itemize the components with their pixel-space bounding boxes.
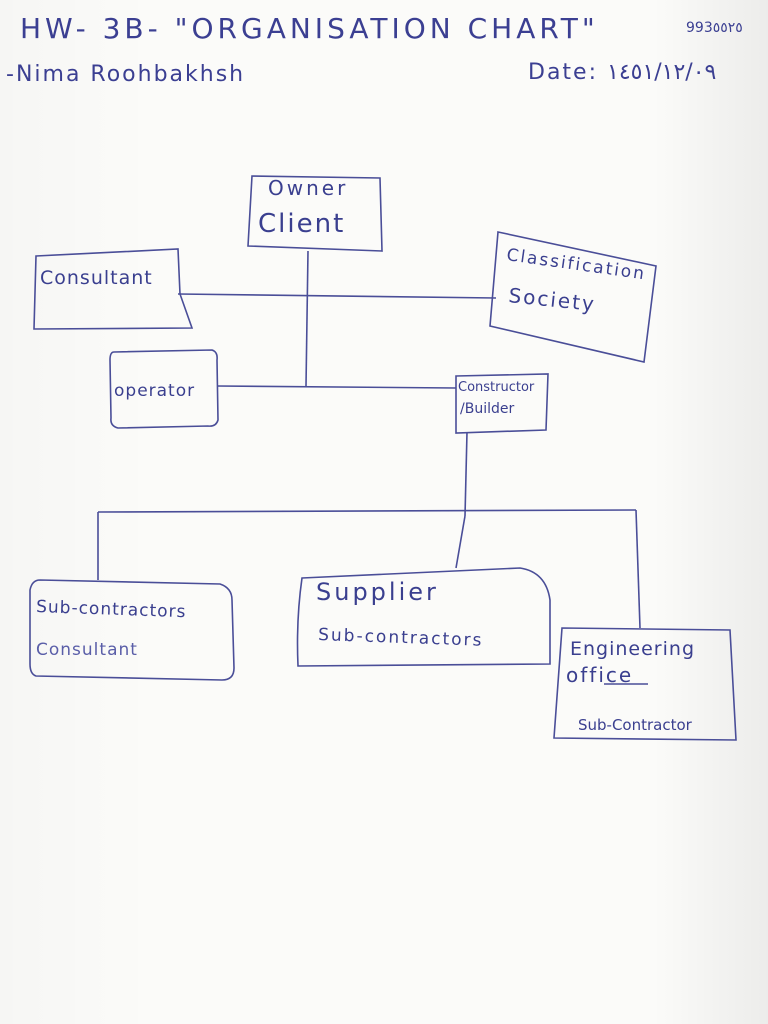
date-label: Date: ١٤٥١/١٢/٠٩ — [528, 60, 717, 85]
constructor-box — [455, 373, 549, 434]
supplier-label: Supplier — [316, 578, 439, 606]
node-supplier: Supplier Sub-contractors — [296, 567, 551, 667]
connector-distribution-bar — [97, 509, 637, 513]
connector-owner-down — [305, 250, 309, 387]
consultant-box — [33, 248, 194, 330]
subcontractors-label: Sub-contractors — [36, 597, 187, 622]
owner-box — [247, 175, 383, 252]
engineering-label: Engineering — [570, 638, 695, 660]
node-subcontractors: Sub-contractors Consultant — [29, 579, 235, 681]
operator-box — [109, 349, 219, 429]
connector-constructor-down — [464, 431, 468, 517]
subcontractors-consultant-label: Consultant — [36, 640, 138, 660]
node-constructor-builder: Constructor /Builder — [455, 373, 549, 434]
connector-to-supplier — [455, 515, 466, 569]
engineering-subcontractor-label: Sub-Contractor — [578, 716, 693, 734]
operator-label: operator — [114, 381, 195, 401]
node-operator: operator — [109, 349, 219, 429]
connectors — [97, 250, 641, 629]
society-label: Society — [507, 283, 596, 316]
page-title: HW- 3B- "ORGANISATION CHART" — [20, 12, 599, 45]
node-owner-client: Owner Client — [247, 175, 383, 252]
connector-operator-constructor — [216, 385, 457, 389]
consultant-label: Consultant — [40, 267, 153, 289]
client-label: Client — [258, 209, 345, 239]
node-classification-society: Classification Society — [489, 231, 657, 363]
node-consultant: Consultant — [33, 248, 194, 330]
owner-label: Owner — [268, 176, 348, 200]
node-engineering-office: Engineering office Sub-Contractor — [553, 627, 737, 741]
supplier-box — [296, 567, 551, 667]
student-number: 993٥٥٢٥ — [686, 20, 743, 36]
classification-box — [489, 231, 657, 363]
supplier-subcontractors-label: Sub-contractors — [318, 625, 484, 651]
classification-label: Classification — [505, 245, 647, 284]
builder-label: /Builder — [460, 401, 514, 417]
engineering-box — [553, 627, 737, 741]
office-label: office — [566, 663, 633, 687]
author-name: -Nima Roohbakhsh — [6, 62, 246, 87]
connector-consultant-classification — [177, 293, 497, 299]
subcontractors-box — [29, 579, 235, 681]
constructor-label: Constructor — [458, 380, 535, 395]
connector-to-engineering — [635, 509, 641, 629]
